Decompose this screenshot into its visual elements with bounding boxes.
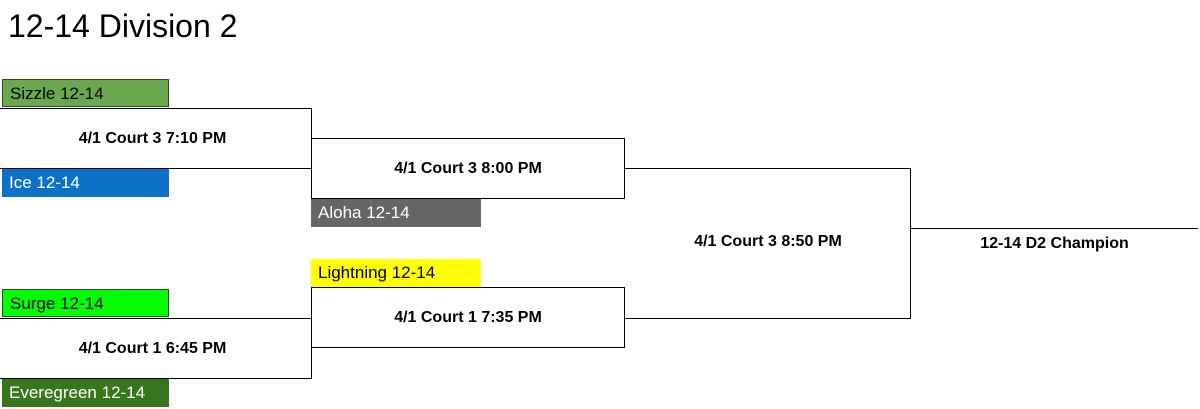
game-slot-court3-710: 4/1 Court 3 7:10 PM xyxy=(0,108,312,169)
final-connector-bottom xyxy=(625,318,911,319)
champion-line xyxy=(910,228,1198,229)
game-label: 4/1 Court 3 8:00 PM xyxy=(394,159,542,177)
game-slot-court1-735: 4/1 Court 1 7:35 PM xyxy=(311,287,625,348)
team-surge[interactable]: Surge 12-14 xyxy=(2,289,169,317)
game-label: 4/1 Court 1 7:35 PM xyxy=(394,308,542,326)
game-slot-court3-800: 4/1 Court 3 8:00 PM xyxy=(311,138,625,199)
page-title: 12-14 Division 2 xyxy=(8,8,238,44)
team-everegreen[interactable]: Everegreen 12-14 xyxy=(2,379,169,407)
final-connector-vertical xyxy=(910,168,911,319)
game-label: 4/1 Court 3 7:10 PM xyxy=(78,129,227,147)
game-slot-court1-645: 4/1 Court 1 6:45 PM xyxy=(0,318,312,379)
team-aloha[interactable]: Aloha 12-14 xyxy=(311,199,481,227)
team-sizzle[interactable]: Sizzle 12-14 xyxy=(2,79,169,107)
team-lightning[interactable]: Lightning 12-14 xyxy=(311,259,481,287)
final-game-label: 4/1 Court 3 8:50 PM xyxy=(694,233,842,250)
champion-label: 12-14 D2 Champion xyxy=(980,235,1129,252)
game-label: 4/1 Court 1 6:45 PM xyxy=(78,339,227,357)
final-connector-top xyxy=(625,168,911,169)
team-ice[interactable]: Ice 12-14 xyxy=(2,169,169,197)
